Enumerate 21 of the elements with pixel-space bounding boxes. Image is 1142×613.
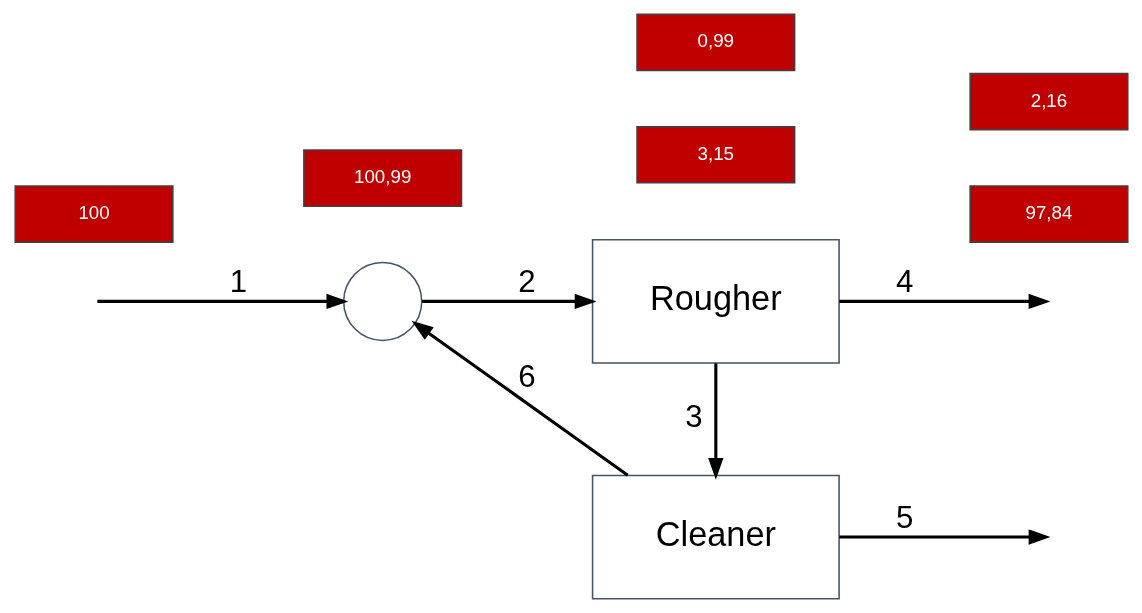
edge-label: 1 <box>229 264 247 300</box>
node-box: 100,99 <box>302 149 462 208</box>
arrow <box>838 293 1050 310</box>
node-box: Cleaner <box>591 474 840 600</box>
arrow <box>707 363 723 480</box>
arrow <box>96 293 348 310</box>
arrow <box>410 320 629 477</box>
arrow <box>838 529 1050 545</box>
node-box: 100 <box>13 185 174 243</box>
edge-label: 3 <box>684 399 703 435</box>
edge-label: 5 <box>895 499 913 535</box>
edge-label: 6 <box>517 359 536 395</box>
node-box: 3,15 <box>635 125 795 184</box>
node-box: 2,16 <box>968 72 1129 131</box>
node-box: 0,99 <box>635 13 795 72</box>
arrow <box>421 293 597 310</box>
node-box: 97,84 <box>968 185 1129 243</box>
node-box: Rougher <box>591 239 840 364</box>
edge-label: 2 <box>517 264 536 300</box>
node-circle <box>342 261 422 342</box>
edge-label: 4 <box>895 264 913 300</box>
